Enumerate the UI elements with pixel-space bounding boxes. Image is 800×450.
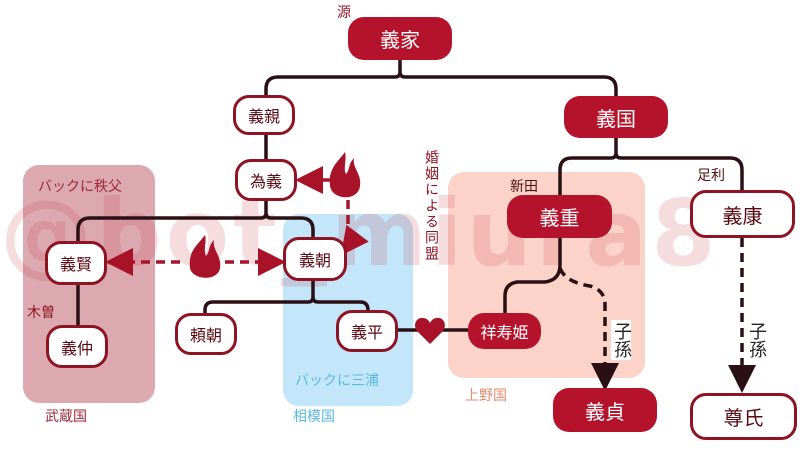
dashed-nitta-descendants [558, 267, 619, 391]
kozuke-province: 上野国 [465, 388, 507, 404]
descendants-label-nitta: 子孫 [611, 320, 632, 360]
clan-label-nitta: 新田 [510, 179, 538, 195]
node-yoshikata: 義賢 [45, 241, 107, 285]
clan-label-minamoto: 源 [337, 5, 351, 21]
node-shojuhime: 祥寿姫 [468, 313, 541, 349]
sagami-province: 相模国 [293, 409, 335, 425]
line-yoshitomo-children [203, 281, 370, 314]
musashi-province: 武蔵国 [45, 409, 87, 425]
node-tameyoshi: 為義 [235, 159, 297, 201]
line-yoshishige-shojuhime [503, 238, 562, 316]
marriage-alliance-label: 婚姻による同盟 [423, 150, 439, 262]
node-yoshiie: 義家 [348, 17, 452, 60]
node-yoshishige: 義重 [507, 195, 612, 238]
clan-label-ashikaga: 足利 [697, 168, 725, 184]
node-yoshisada: 義貞 [553, 388, 657, 432]
fire-icon [329, 152, 361, 198]
sagami-note: バックに三浦 [295, 373, 379, 389]
line-yoshiie-children [264, 60, 618, 97]
fire-icon [189, 235, 221, 278]
node-yoshiyasu: 義康 [690, 190, 795, 238]
node-yoshihira: 義平 [336, 310, 398, 352]
descendants-label-ashikaga: 子孫 [746, 320, 767, 360]
musashi-note: バックに秩父 [38, 179, 122, 195]
heart-icon [415, 317, 445, 344]
node-yoritomo: 頼朝 [175, 313, 237, 355]
clan-label-kiso: 木曽 [27, 305, 55, 321]
node-yoshinaka: 義仲 [46, 325, 108, 368]
node-yoshitomo: 義朝 [283, 237, 347, 281]
line-yoshikuni-children [558, 138, 744, 196]
conflict-arrow-yoshitomo [340, 200, 369, 256]
line-tameyoshi-children [76, 200, 315, 241]
node-yoshikuni: 義国 [564, 96, 668, 138]
node-yoshichika: 義親 [233, 95, 295, 135]
node-takauji: 尊氏 [690, 393, 797, 440]
